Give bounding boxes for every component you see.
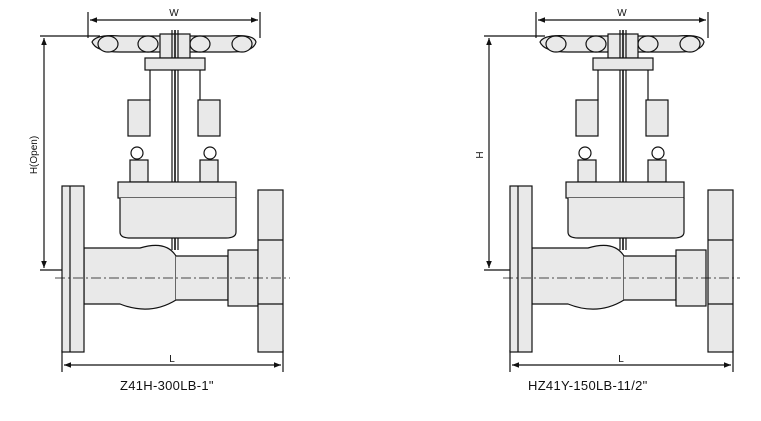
dimension-l-left bbox=[61, 350, 284, 372]
caption-right: HZ41Y-150LB-11/2" bbox=[528, 378, 648, 393]
label-l-left: L bbox=[169, 354, 175, 365]
yoke-right bbox=[575, 57, 669, 183]
yoke-left bbox=[127, 57, 221, 183]
flange-right-outlet bbox=[707, 189, 734, 353]
body-right bbox=[531, 244, 707, 310]
label-h-right: H bbox=[475, 151, 486, 158]
bonnet-right bbox=[565, 181, 685, 239]
body-left bbox=[83, 244, 259, 310]
bonnet-left bbox=[117, 181, 237, 239]
label-h-left: H(Open) bbox=[29, 136, 40, 174]
flange-left-outlet bbox=[257, 189, 284, 353]
dimension-w-left bbox=[87, 12, 261, 38]
label-w-left: W bbox=[169, 8, 179, 19]
label-l-right: L bbox=[618, 354, 624, 365]
handwheel-right bbox=[539, 33, 705, 59]
caption-left: Z41H-300LB-1" bbox=[120, 378, 214, 393]
valve-right-drawing bbox=[484, 12, 740, 372]
label-w-right: W bbox=[617, 8, 627, 19]
dimension-l-right bbox=[509, 350, 734, 372]
flange-left-inlet bbox=[61, 185, 85, 353]
valve-left-drawing bbox=[40, 12, 290, 372]
handwheel-left bbox=[91, 33, 257, 59]
flange-right-inlet bbox=[509, 185, 533, 353]
dimension-w-right bbox=[535, 12, 709, 38]
